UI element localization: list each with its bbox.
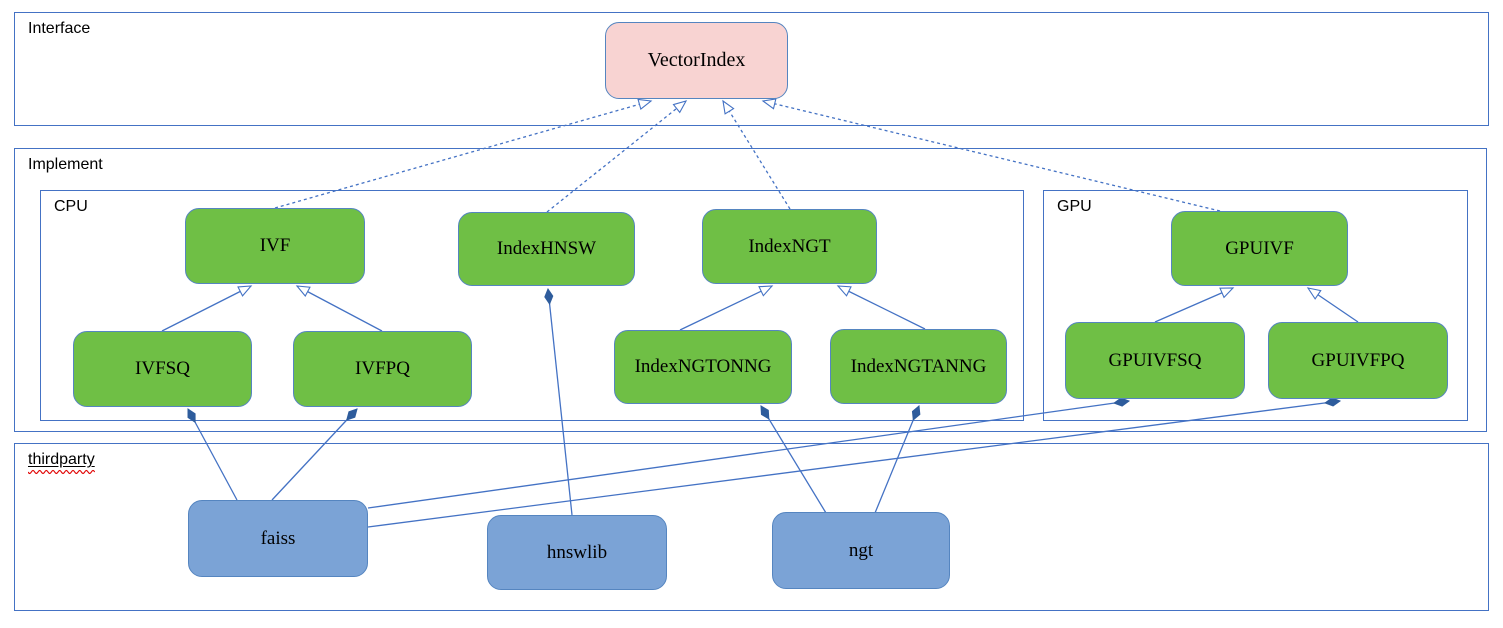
node-faiss: faiss [188,500,368,577]
node-hnswlib: hnswlib [487,515,667,590]
group-thirdparty: thirdparty [14,443,1489,611]
node-ngt: ngt [772,512,950,589]
edge-indexngtonng-to-indexngt-generalization [679,285,774,331]
edge-gpuivf-to-vectorindex-realization [761,98,1221,212]
edge-hnswlib-to-indexhnsw-composition [548,289,573,516]
node-ivfsq: IVFSQ [73,331,252,407]
node-gpuivf-label: GPUIVF [1225,237,1294,259]
edge-ivf-to-vectorindex-realization [274,98,653,209]
node-ivfpq: IVFPQ [293,331,472,407]
edge-indexngtanng-to-indexngt-generalization [836,285,926,330]
node-vectorindex: VectorIndex [605,22,788,99]
node-gpuivf: GPUIVF [1171,211,1348,286]
node-ivf: IVF [185,208,365,284]
group-interface: Interface [14,12,1489,126]
group-cpu: CPU [40,190,1024,421]
node-faiss-label: faiss [260,527,296,549]
edge-indexhnsw-to-vectorindex-realization [546,100,688,213]
edge-ivfsq-to-ivf-generalization [161,285,253,332]
edge-ivfpq-to-ivf-generalization [295,285,383,332]
edge-gpuivfsq-to-gpuivf-generalization [1154,287,1235,323]
group-gpu-label: GPU [1057,198,1092,215]
edge-faiss-to-ivfpq-composition [271,409,357,501]
node-gpuivfsq: GPUIVFSQ [1065,322,1245,399]
node-ivf-label: IVF [259,235,291,256]
group-thirdparty-label: thirdparty [28,451,95,468]
node-ivfsq-label: IVFSQ [135,358,190,379]
node-ngt-label: ngt [848,539,874,561]
node-indexngtanng: IndexNGTANNG [830,329,1007,404]
group-interface-label: Interface [28,20,91,37]
node-indexngtonng: IndexNGTONNG [614,330,792,404]
group-cpu-label: CPU [54,198,88,215]
node-gpuivfpq-label: GPUIVFPQ [1311,349,1405,371]
node-indexhnsw-label: IndexHNSW [496,238,597,259]
node-ivfpq-label: IVFPQ [355,358,410,379]
group-thirdparty-label-wrap: thirdparty [28,451,95,475]
edge-faiss-to-gpuivfpq-composition [367,401,1340,528]
node-vectorindex-label: VectorIndex [647,49,746,71]
spellcheck-squiggle-icon [28,469,95,475]
edge-faiss-to-gpuivfsq-composition [367,401,1129,509]
node-gpuivfsq-label: GPUIVFSQ [1108,349,1202,371]
edge-indexngt-to-vectorindex-realization [722,99,791,210]
node-indexngtanng-label: IndexNGTANNG [850,355,987,377]
edge-ngt-to-indexngtonng-composition [760,406,827,514]
edge-gpuivfpq-to-gpuivf-generalization [1306,287,1359,323]
node-indexngtonng-label: IndexNGTONNG [634,356,772,377]
node-indexhnsw: IndexHNSW [458,212,635,286]
group-implement-label: Implement [28,156,103,173]
node-gpuivfpq: GPUIVFPQ [1268,322,1448,399]
group-implement: Implement [14,148,1487,432]
edge-ngt-to-indexngtanng-composition [874,406,919,514]
node-indexngt-label: IndexNGT [748,235,831,257]
edge-faiss-to-ivfsq-composition [187,409,238,501]
node-indexngt: IndexNGT [702,209,877,284]
node-hnswlib-label: hnswlib [546,541,608,563]
group-gpu: GPU [1043,190,1468,421]
